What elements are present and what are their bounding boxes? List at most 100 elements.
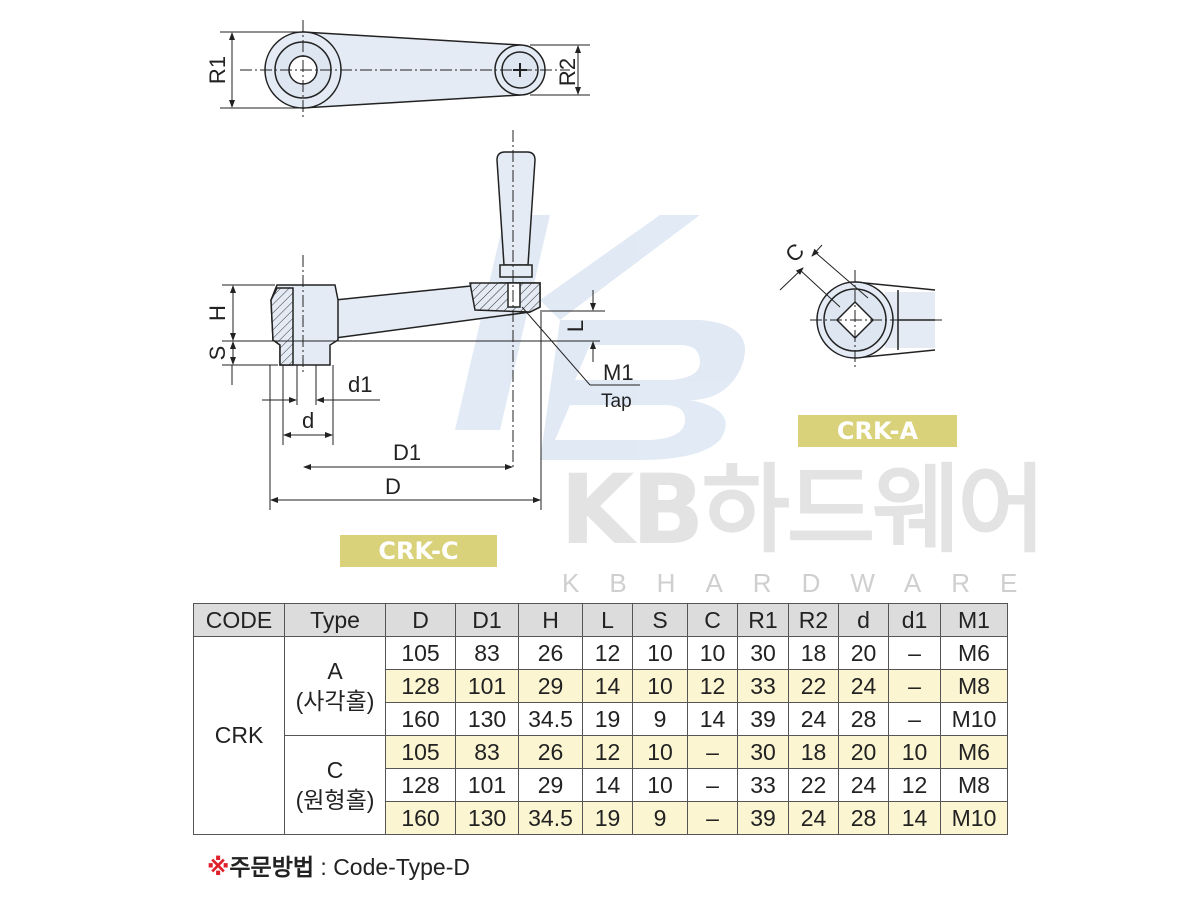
table-cell: 29 [518, 768, 583, 802]
table-cell: 22 [788, 669, 839, 703]
table-cell: 14 [687, 702, 738, 736]
table-cell: – [687, 801, 738, 835]
top-view [220, 20, 590, 120]
table-cell: 83 [455, 636, 519, 670]
kb-logo-watermark [455, 215, 745, 460]
header-cell: H [518, 603, 583, 637]
header-cell: D [385, 603, 456, 637]
table-cell: 10 [687, 636, 738, 670]
table-cell: 160 [385, 801, 456, 835]
table-cell: 18 [788, 735, 839, 769]
order-method: ※주문방법 : Code-Type-D [207, 848, 470, 882]
table-cell: 12 [687, 669, 738, 703]
type-label: C [326, 757, 344, 783]
table-cell: 24 [838, 669, 889, 703]
table-cell: – [888, 702, 941, 736]
label-c: C [780, 238, 809, 267]
table-cell: – [888, 636, 941, 670]
table-cell: 101 [455, 768, 519, 802]
crk-a-tag: CRK-A [798, 415, 957, 447]
table-cell: 30 [737, 636, 789, 670]
label-l: L [563, 320, 588, 332]
table-cell: M10 [940, 702, 1008, 736]
table-cell: 39 [737, 702, 789, 736]
table-cell: 33 [737, 669, 789, 703]
header-cell: S [632, 603, 688, 637]
table-cell: 10 [632, 735, 688, 769]
table-header-row: CODE Type D D1 H L S C R1 R2 d d1 M1 [193, 603, 1008, 637]
table-cell: 34.5 [518, 801, 583, 835]
table-cell: M6 [940, 636, 1008, 670]
header-cell: L [582, 603, 633, 637]
table-cell: 30 [737, 735, 789, 769]
table-cell: 12 [582, 735, 633, 769]
table-cell: 19 [582, 801, 633, 835]
table-cell: 24 [788, 801, 839, 835]
label-d1: d1 [348, 372, 372, 397]
table-cell: 24 [788, 702, 839, 736]
watermark-text: KB하드웨어 [560, 454, 1046, 566]
spec-table: CODE Type D D1 H L S C R1 R2 d d1 M1 CRK… [193, 603, 1008, 835]
technical-drawing: R1 R2 [205, 20, 945, 510]
type-sublabel: (사각홀) [295, 688, 375, 714]
label-D1: D1 [393, 440, 421, 465]
table-cell: 101 [455, 669, 519, 703]
table-cell: 9 [632, 801, 688, 835]
table-cell: 20 [838, 636, 889, 670]
header-cell: d1 [888, 603, 941, 637]
table-cell: 10 [888, 735, 941, 769]
label-r2: R2 [555, 58, 580, 86]
table-cell: 39 [737, 801, 789, 835]
label-h: H [205, 305, 230, 321]
reference-mark-icon: ※ [207, 854, 230, 880]
header-cell: R2 [788, 603, 839, 637]
table-cell: 128 [385, 669, 456, 703]
table-cell: 14 [582, 669, 633, 703]
crk-c-tag: CRK-C [340, 535, 497, 567]
table-cell: 22 [788, 768, 839, 802]
table-cell: 14 [888, 801, 941, 835]
label-m1: M1 [603, 360, 634, 385]
table-cell: 28 [838, 702, 889, 736]
label-s: S [205, 346, 230, 361]
table-cell: 24 [838, 768, 889, 802]
table-cell: 9 [632, 702, 688, 736]
order-method-sep: : [314, 854, 334, 880]
table-cell: 83 [455, 735, 519, 769]
type-cell: C(원형홀) [284, 735, 386, 835]
table-cell: 105 [385, 636, 456, 670]
table-cell: 19 [582, 702, 633, 736]
header-cell: C [687, 603, 738, 637]
side-view [222, 130, 640, 510]
header-cell: CODE [193, 603, 285, 637]
order-method-label: 주문방법 [229, 854, 315, 880]
table-cell: 34.5 [518, 702, 583, 736]
table-cell: 105 [385, 735, 456, 769]
table-cell: M8 [940, 768, 1008, 802]
table-cell: 130 [455, 801, 519, 835]
table-cell: 160 [385, 702, 456, 736]
header-cell: M1 [940, 603, 1008, 637]
table-cell: M10 [940, 801, 1008, 835]
type-cell: A (사각홀) [284, 636, 386, 736]
order-method-format: Code-Type-D [333, 854, 470, 880]
header-cell: R1 [737, 603, 789, 637]
table-cell: 12 [582, 636, 633, 670]
table-cell: 26 [518, 735, 583, 769]
table-cell: – [687, 768, 738, 802]
type-label: A [327, 658, 343, 684]
label-tap: Tap [601, 391, 632, 412]
table-cell: 130 [455, 702, 519, 736]
table-cell: 12 [888, 768, 941, 802]
table-cell: M6 [940, 735, 1008, 769]
table-cell: 28 [838, 801, 889, 835]
table-cell: 18 [788, 636, 839, 670]
label-r1: R1 [205, 56, 230, 84]
table-cell: 20 [838, 735, 889, 769]
table-cell: 14 [582, 768, 633, 802]
table-cell: 10 [632, 636, 688, 670]
